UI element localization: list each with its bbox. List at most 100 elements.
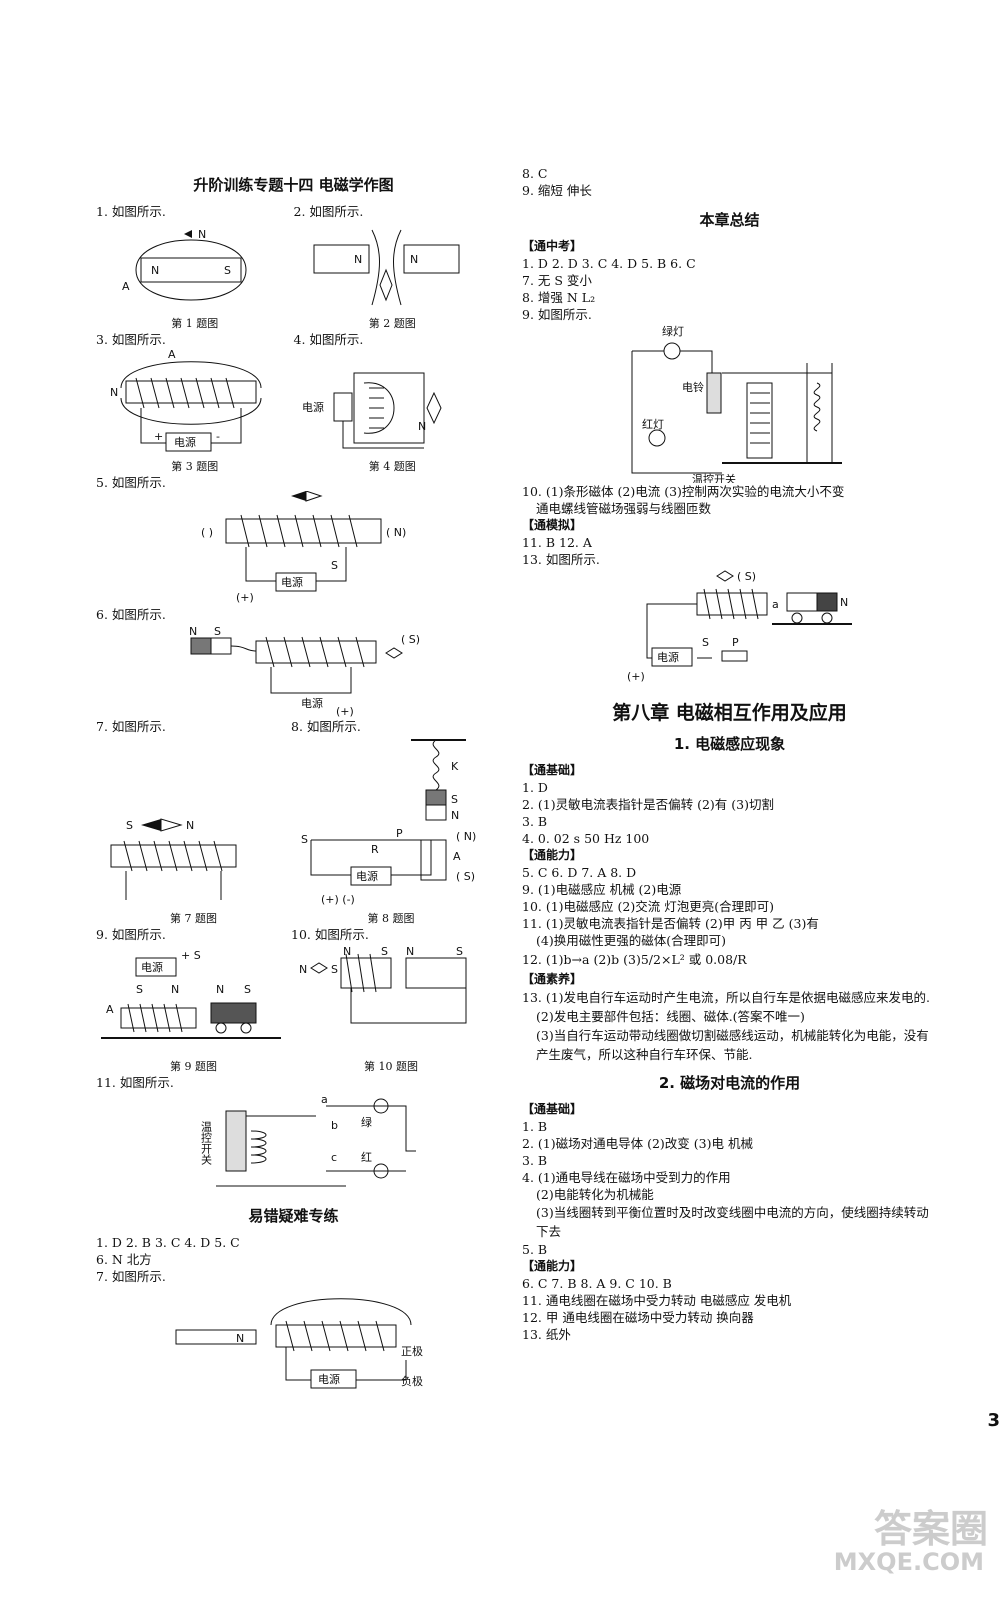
s13-power-label: 电源 xyxy=(657,650,679,664)
s1-answer-9: 9. (1)电磁感应 机械 (2)电源 xyxy=(522,882,682,897)
figure-3-solenoid: N A 电源 + - xyxy=(110,348,262,452)
fig4-label-n: N xyxy=(418,420,426,433)
answer-r9: 9. 缩短 伸长 xyxy=(522,183,592,198)
fig1-compass-n: N xyxy=(198,228,206,241)
section-title-summary: 本章总结 xyxy=(699,211,760,229)
fig3-minus: - xyxy=(216,430,220,443)
q11-block: 11. 如图所示. 温控开关 a b c 绿 红 xyxy=(96,1074,491,1201)
fig9-cart-n: N xyxy=(216,983,224,996)
fig9-power-label: 电源 xyxy=(141,960,163,974)
q9-block: 9. 如图所示. 电源 + S S N A N S 第 9 题图 xyxy=(96,926,291,1074)
fig5-switch-s: S xyxy=(331,559,338,572)
s2-answers-6-10: 6. C 7. B 8. A 9. C 10. B xyxy=(522,1276,672,1291)
page-number: 3 xyxy=(987,1410,1000,1431)
fig1-compass-icon xyxy=(184,230,192,238)
q1-block: 1. 如图所示. N S N A 第 1 题图 xyxy=(96,203,294,331)
tag-nengli-2: 【通能力】 xyxy=(522,1259,583,1273)
s2-answer-1: 1. B xyxy=(522,1119,548,1134)
fig9-label-s: S xyxy=(136,983,143,996)
q1-text: 1. 如图所示. xyxy=(96,204,166,219)
s9-green-lamp-label: 绿灯 xyxy=(662,324,684,338)
q6-text: 6. 如图所示. xyxy=(96,607,166,622)
s1-answer-13a: 13. (1)发电自行车运动时产生电流，所以自行车是依据电磁感应来发电的. xyxy=(522,990,931,1005)
figure-10-two-solenoids: N S N S N S xyxy=(299,945,467,1024)
q5-block: 5. 如图所示. ( ) ( N) 电源 S (+) xyxy=(96,474,491,606)
s9-thermostat-label: 温控开关 xyxy=(692,472,736,483)
s1-answer-4: 4. 0. 02 s 50 Hz 100 xyxy=(522,831,650,846)
q4-block: 4. 如图所示. 电源 N 第 4 题图 xyxy=(294,331,492,474)
s2-answer-13: 13. 纸外 xyxy=(522,1327,571,1342)
s2-answer-4b: (2)电能转化为机械能 xyxy=(536,1187,654,1202)
s1-answer-11b: (4)换用磁性更强的磁体(合理即可) xyxy=(536,933,726,948)
s1-answers-5-8: 5. C 6. D 7. A 8. D xyxy=(522,865,637,880)
s1-answer-13b: (2)发电主要部件包括：线圈、磁体.(答案不唯一) xyxy=(536,1009,805,1024)
fig8-pole-n: ( N) xyxy=(456,830,476,843)
tag-moni: 【通模拟】 xyxy=(522,518,583,532)
fig1-label-s: S xyxy=(224,264,231,277)
s13-pole-s: ( S) xyxy=(737,570,756,583)
fig8-label-a: A xyxy=(453,850,461,863)
fig8-label-p: P xyxy=(396,827,403,840)
caption-fig7: 第 7 题图 xyxy=(170,912,217,925)
figure-11-relay-circuit: 温控开关 a b c 绿 红 xyxy=(200,1093,416,1187)
s2-answer-4a: 4. (1)通电导线在磁场中受到力的作用 xyxy=(522,1170,731,1185)
s1-answer-10: 10. (1)电磁感应 (2)交流 灯泡更亮(合理即可) xyxy=(522,899,774,914)
err7-power-label: 电源 xyxy=(318,1372,340,1386)
fig8-label-k: K xyxy=(451,760,459,773)
q2-block: 2. 如图所示. N N 第 2 题图 xyxy=(294,203,492,331)
fig6-plus: (+) xyxy=(336,705,354,718)
fig7-label-n: N xyxy=(186,819,194,832)
s1-answer-12: 12. (1)b→a (2)b (3)5/2×L² 或 0.08/R xyxy=(522,952,747,967)
fig5-compass-icon xyxy=(291,491,306,501)
s13-label-p: P xyxy=(732,636,739,649)
s13-switch-s: S xyxy=(702,636,709,649)
tag-nengli-1: 【通能力】 xyxy=(522,848,583,862)
left-column: 升阶训练专题十四 电磁学作图 1. 如图所示. N S N A 第 1 题图 2… xyxy=(96,170,491,1395)
summary-answer-8: 8. 增强 N L₂ xyxy=(522,290,596,305)
q10-block: 10. 如图所示. N S N S N S 第 10 题图 xyxy=(291,926,491,1074)
fig5-left-pole: ( ) xyxy=(201,526,213,539)
fig6-label-s: S xyxy=(214,625,221,638)
caption-fig10: 第 10 题图 xyxy=(364,1060,418,1073)
fig7-compass-icon xyxy=(141,819,161,831)
tag-jichu-2: 【通基础】 xyxy=(522,1102,583,1116)
q4-text: 4. 如图所示. xyxy=(293,332,364,347)
fig3-label-n: N xyxy=(110,386,118,399)
s2-answer-5: 5. B xyxy=(522,1242,548,1257)
fig2-compass-icon xyxy=(378,268,393,302)
err7-positive-label: 正极 xyxy=(401,1344,423,1358)
figure-2-two-poles: N N xyxy=(313,229,459,306)
row-q7-q8: 7. 如图所示. S N 第 7 题图 8. 如图所示. K S N xyxy=(96,718,491,926)
fig3-plus: + xyxy=(154,430,163,443)
fig11-label-b: b xyxy=(331,1119,338,1132)
caption-fig1: 第 1 题图 xyxy=(171,317,219,330)
fig9-label-n: N xyxy=(171,983,179,996)
s2-answer-12: 12. 甲 通电线圈在磁场中受力转动 换向器 xyxy=(522,1310,754,1325)
figure-9-solenoid-cart: 电源 + S S N A N S xyxy=(101,949,281,1039)
figure-4-core-circuit: 电源 N xyxy=(302,372,442,449)
fig6-power-label: 电源 xyxy=(301,696,323,710)
q2-text: 2. 如图所示. xyxy=(293,204,364,219)
err7-negative-label: 负极 xyxy=(401,1374,423,1388)
fig2-label-n-right: N xyxy=(410,253,418,266)
section-title-electromagnetism-drawing: 升阶训练专题十四 电磁学作图 xyxy=(193,176,394,194)
fig3-label-a: A xyxy=(168,348,176,361)
caption-fig8: 第 8 题图 xyxy=(367,912,415,925)
s2-answer-4c: (3)当线圈转到平衡位置时及时改变线圈中电流的方向，使线圈持续转动下去 xyxy=(536,1205,929,1239)
fig8-pole-s: ( S) xyxy=(456,870,475,883)
caption-fig4: 第 4 题图 xyxy=(368,460,416,473)
fig4-compass-icon xyxy=(425,391,442,425)
s1-answer-11a: 11. (1)灵敏电流表指针是否偏转 (2)甲 丙 甲 乙 (3)有 xyxy=(522,916,819,931)
q10-text: 10. 如图所示. xyxy=(291,927,369,942)
fig5-power-label: 电源 xyxy=(281,575,303,589)
q11-text: 11. 如图所示. xyxy=(96,1075,174,1090)
fig11-label-c: c xyxy=(331,1151,337,1164)
s13-cart-n: N xyxy=(840,596,848,609)
fig1-label-a: A xyxy=(122,280,130,293)
fig11-red-label: 红 xyxy=(361,1151,372,1164)
section-title-error-prone: 易错疑难专练 xyxy=(248,1207,339,1225)
s9-green-lamp-icon xyxy=(663,342,681,360)
q3-text: 3. 如图所示. xyxy=(96,332,166,347)
fig10-coil1-n: N xyxy=(343,945,351,958)
s2-answer-11: 11. 通电线圈在磁场中受力转动 电磁感应 发电机 xyxy=(522,1293,792,1308)
